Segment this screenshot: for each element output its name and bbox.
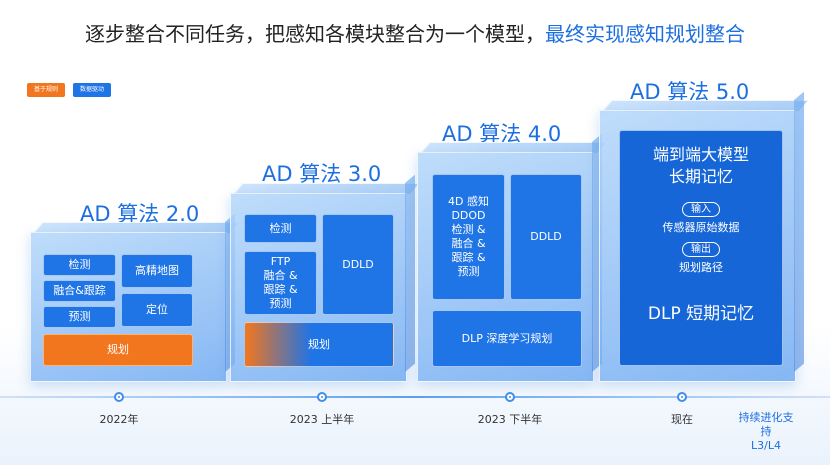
- box-4d-perception: 4D 感知 DDOD 检测 & 融合 & 跟踪 & 预测: [432, 174, 505, 300]
- timeline-note: 持续进化支持 L3/L4: [738, 411, 794, 452]
- dlp-short-memory: DLP 短期记忆: [647, 304, 755, 324]
- timeline-dot-2: [317, 392, 327, 402]
- input-text: 传感器原始数据: [662, 221, 740, 234]
- output-text: 规划路径: [679, 261, 723, 274]
- timeline-dot-1: [114, 392, 124, 402]
- legend: 基于规则 数据驱动: [27, 83, 112, 97]
- box-detection: 检测: [43, 254, 116, 276]
- timeline-dot-4: [677, 392, 687, 402]
- timeline-dot-3: [505, 392, 515, 402]
- box-ftp: FTP 融合 & 跟踪 & 预测: [244, 251, 317, 315]
- timeline-axis: [0, 396, 830, 398]
- box-ddld-3: DDLD: [322, 214, 394, 315]
- stage-3-heading: AD 算法 3.0: [262, 162, 382, 186]
- box-fusion-tracking: 融合&跟踪: [43, 280, 116, 302]
- box-end-to-end: 端到端大模型 长期记忆 输入 传感器原始数据 输出 规划路径 DLP 短期记忆: [619, 130, 783, 366]
- box-hd-map: 高精地图: [121, 254, 193, 288]
- box-ddld-4: DDLD: [510, 174, 582, 300]
- title-main: 逐步整合不同任务，把感知各模块整合为一个模型，: [85, 22, 545, 46]
- timeline-label-2023-h1: 2023 上半年: [289, 413, 355, 426]
- timeline-label-2022: 2022年: [99, 413, 139, 426]
- stage-3-side: [405, 174, 415, 372]
- legend-rule-based: 基于规则: [27, 83, 66, 97]
- output-pill: 输出: [682, 242, 720, 257]
- box-localization: 定位: [121, 293, 193, 327]
- stage-5-side: [794, 91, 804, 372]
- box-planning-3: 规划: [244, 322, 394, 367]
- timeline-label-now: 现在: [671, 413, 693, 426]
- box-prediction: 预测: [43, 306, 116, 328]
- box-detection-3: 检测: [244, 214, 317, 243]
- page-title: 逐步整合不同任务，把感知各模块整合为一个模型，最终实现感知规划整合: [0, 18, 830, 47]
- legend-data-driven: 数据驱动: [73, 83, 112, 97]
- title-highlight: 最终实现感知规划整合: [545, 22, 745, 46]
- e2e-title: 端到端大模型 长期记忆: [652, 145, 749, 186]
- timeline-label-2023-h2: 2023 下半年: [477, 413, 543, 426]
- box-planning-rule: 规划: [43, 334, 193, 366]
- box-dlp-planning: DLP 深度学习规划: [432, 310, 582, 367]
- input-pill: 输入: [682, 202, 720, 217]
